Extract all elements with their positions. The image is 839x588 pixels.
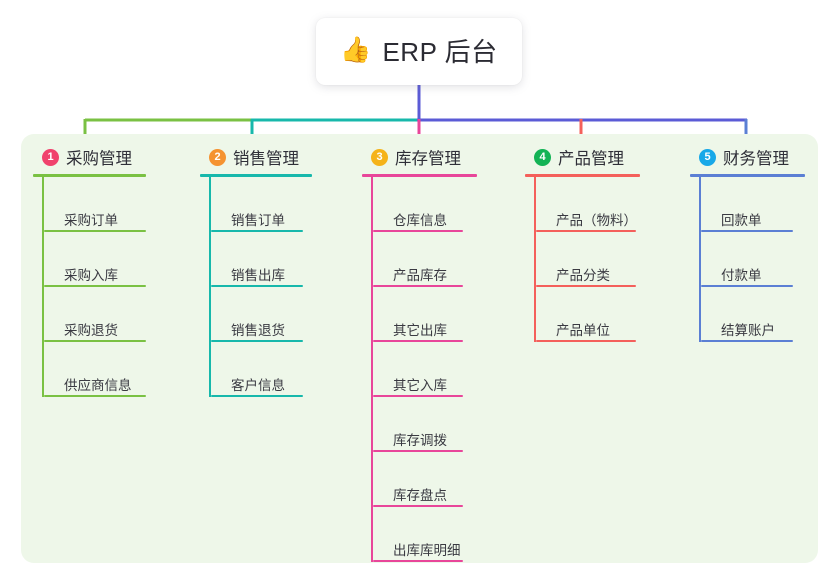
list-item-label: 回款单 (721, 213, 762, 228)
list-item[interactable]: 结算账户 (701, 287, 805, 342)
list-item-label: 销售订单 (231, 213, 285, 228)
list-item[interactable]: 采购订单 (44, 177, 146, 232)
list-item[interactable]: 库存调拨 (373, 397, 477, 452)
list-item-rule (373, 450, 463, 452)
list-item-label: 供应商信息 (64, 378, 132, 393)
list-item-rule (44, 340, 146, 342)
list-item-label: 采购订单 (64, 213, 118, 228)
list-item-label: 产品库存 (393, 268, 447, 283)
list-item-rule (701, 340, 793, 342)
list-item-rule (536, 230, 636, 232)
list-item[interactable]: 回款单 (701, 177, 805, 232)
list-item-label: 其它入库 (393, 378, 447, 393)
list-item[interactable]: 采购入库 (44, 232, 146, 287)
list-item-label: 库存盘点 (393, 488, 447, 503)
list-item-rule (373, 340, 463, 342)
column-title: 采购管理 (66, 150, 132, 168)
column-4: 4 产品管理产品（物料） 产品分类产品单位 (525, 146, 640, 342)
list-item[interactable]: 采购退货 (44, 287, 146, 342)
list-item[interactable]: 销售订单 (211, 177, 312, 232)
list-item-rule (373, 395, 463, 397)
column-1: 1 采购管理采购订单采购入库采购退货供应商信息 (33, 146, 146, 397)
list-item[interactable]: 产品分类 (536, 232, 640, 287)
root-node-card[interactable]: 👍 ERP 后台 (316, 18, 522, 85)
column-2: 2 销售管理销售订单销售出库销售退货客户信息 (200, 146, 312, 397)
list-item-label: 产品（物料） (556, 213, 637, 228)
column-header-rule (362, 174, 477, 177)
list-item[interactable]: 仓库信息 (373, 177, 477, 232)
list-item-label: 客户信息 (231, 378, 285, 393)
diagram-panel (21, 134, 818, 563)
root-node-title: ERP 后台 (382, 37, 498, 67)
thumbs-up-icon: 👍 (340, 36, 372, 64)
column-3: 3 库存管理仓库信息产品库存其它出库其它入库库存调拨库存盘点出库库明细 (362, 146, 477, 562)
list-item-rule (211, 285, 303, 287)
list-item[interactable]: 产品（物料） (536, 177, 640, 232)
list-item-label: 采购退货 (64, 323, 118, 338)
list-item-label: 结算账户 (721, 323, 775, 338)
column-header-5[interactable]: 5 财务管理 (690, 146, 805, 168)
column-header-2[interactable]: 2 销售管理 (200, 146, 312, 168)
list-item-rule (211, 230, 303, 232)
column-items-3: 仓库信息产品库存其它出库其它入库库存调拨库存盘点出库库明细 (371, 177, 477, 562)
list-item[interactable]: 销售出库 (211, 232, 312, 287)
list-item-label: 产品单位 (556, 323, 610, 338)
list-item-rule (373, 285, 463, 287)
list-item[interactable]: 付款单 (701, 232, 805, 287)
list-item[interactable]: 库存盘点 (373, 452, 477, 507)
list-item-rule (701, 230, 793, 232)
column-header-rule (690, 174, 805, 177)
list-item-rule (211, 340, 303, 342)
list-item-rule (373, 560, 463, 562)
list-item-rule (536, 340, 636, 342)
list-item-rule (701, 285, 793, 287)
list-item-label: 出库库明细 (393, 543, 461, 558)
list-item[interactable]: 供应商信息 (44, 342, 146, 397)
column-items-2: 销售订单销售出库销售退货客户信息 (209, 177, 312, 397)
list-item[interactable]: 产品库存 (373, 232, 477, 287)
column-header-rule (525, 174, 640, 177)
list-item-label: 仓库信息 (393, 213, 447, 228)
list-item[interactable]: 出库库明细 (373, 507, 477, 562)
list-item-label: 其它出库 (393, 323, 447, 338)
column-number-badge: 2 (209, 148, 226, 166)
list-item-label: 销售出库 (231, 268, 285, 283)
list-item-label: 销售退货 (231, 323, 285, 338)
list-item[interactable]: 产品单位 (536, 287, 640, 342)
list-item-label: 库存调拨 (393, 433, 447, 448)
list-item[interactable]: 其它入库 (373, 342, 477, 397)
column-number-badge: 4 (534, 148, 551, 166)
list-item-rule (373, 230, 463, 232)
list-item[interactable]: 客户信息 (211, 342, 312, 397)
column-title: 库存管理 (395, 150, 461, 168)
column-number-badge: 1 (42, 148, 59, 166)
column-title: 产品管理 (558, 150, 624, 168)
column-number-badge: 5 (699, 148, 716, 166)
column-header-1[interactable]: 1 采购管理 (33, 146, 146, 168)
list-item-rule (44, 395, 146, 397)
list-item-label: 付款单 (721, 268, 762, 283)
column-items-1: 采购订单采购入库采购退货供应商信息 (42, 177, 146, 397)
column-5: 5 财务管理回款单付款单结算账户 (690, 146, 805, 342)
column-header-4[interactable]: 4 产品管理 (525, 146, 640, 168)
column-header-3[interactable]: 3 库存管理 (362, 146, 477, 168)
list-item[interactable]: 销售退货 (211, 287, 312, 342)
list-item[interactable]: 其它出库 (373, 287, 477, 342)
column-title: 销售管理 (233, 150, 299, 168)
list-item-label: 产品分类 (556, 268, 610, 283)
column-items-4: 产品（物料） 产品分类产品单位 (534, 177, 640, 342)
column-title: 财务管理 (723, 150, 789, 168)
list-item-label: 采购入库 (64, 268, 118, 283)
column-header-rule (200, 174, 312, 177)
column-number-badge: 3 (371, 148, 388, 166)
list-item-rule (373, 505, 463, 507)
column-items-5: 回款单付款单结算账户 (699, 177, 805, 342)
list-item-rule (536, 285, 636, 287)
list-item-rule (44, 230, 146, 232)
list-item-rule (211, 395, 303, 397)
column-header-rule (33, 174, 146, 177)
list-item-rule (44, 285, 146, 287)
